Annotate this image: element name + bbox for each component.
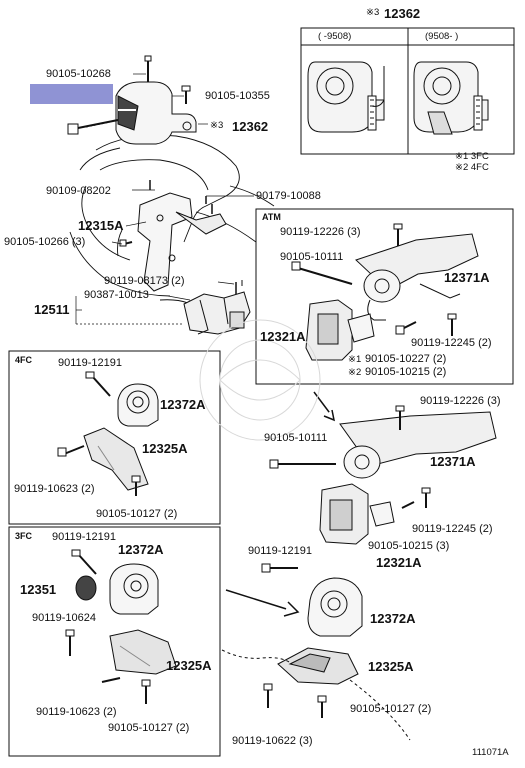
right-lower-parts-icon [221,405,497,741]
label-90179-10088: 90179-10088 [256,190,321,202]
fc3-label-90119-10623: 90119-10623 (2) [36,706,117,718]
r-label-90105-10215: 90105-10215 (3) [368,540,450,552]
label-90387-10013: 90387-10013 [84,289,149,301]
fc3-label-12325A: 12325A [166,658,212,673]
fc4-label-12372A: 12372A [160,397,206,412]
fc3-label-90119-10624: 90119-10624 [32,612,97,624]
r-label-12321A: 12321A [376,555,422,570]
fc3-label-90105-10127: 90105-10127 (2) [108,722,190,734]
highlight-marker [30,84,113,104]
inset-mount-right-icon [413,61,489,135]
inset-title-part: 12362 [384,6,421,21]
label-90119-08173: 90119-08173 (2) [104,275,185,287]
label-12362: 12362 [232,119,269,134]
fc4-label-90119-10623: 90119-10623 (2) [14,483,95,495]
upper-mount-12362-icon [67,55,197,145]
atm-box [255,208,514,385]
r-label-90105-10127: 90105-10127 (2) [350,703,432,715]
fc4-label-90119-12191: 90119-12191 [58,357,123,369]
atm-parts-icon [291,223,479,361]
fc4-parts-icon [57,371,159,496]
label-90105-10355: 90105-10355 [205,90,270,102]
r-label-12372A: 12372A [370,611,416,626]
fc3-parts-icon [65,549,177,704]
atm-label-12321A: 12321A [260,329,306,344]
diagram-code: 111071A [472,747,509,758]
r-label-90119-12191: 90119-12191 [248,545,313,557]
r-label-12371A: 12371A [430,454,476,469]
leader-lines-top [75,73,254,325]
atm-label-12371A: 12371A [444,270,490,285]
arrow-atm-icon [313,391,333,417]
atm-label-90119-12226: 90119-12226 (3) [280,226,361,238]
r-label-90119-12226: 90119-12226 (3) [420,395,501,407]
fc3-label-12351: 12351 [20,582,57,597]
fc3-label-90119-12191: 90119-12191 [52,531,117,543]
bracket-12315A-icon [119,180,227,292]
bracket-12511-icon [183,280,251,335]
atm-label-90119-12245: 90119-12245 (2) [411,337,492,349]
arrow-3fc-icon [225,589,297,613]
fc4-label-90105-10127: 90105-10127 (2) [96,508,178,520]
r-label-12325A: 12325A [368,659,414,674]
label-12511: 12511 [34,302,70,317]
label-90105-10268: 90105-10268 [46,68,111,80]
label-90109-08202: 90109-08202 [46,185,111,197]
inset-col1-label: ( -9508) [318,31,352,42]
fc4-box [8,350,221,525]
inset-mount-left-icon [307,61,385,133]
legend-line1: ※1 3FC [455,151,489,162]
watermark-ornament [199,319,321,441]
atm-label-90105-10111: 90105-10111 [280,251,344,263]
label-12315A: 12315A [78,218,124,233]
inset-col2-label: (9508- ) [425,31,459,42]
inset-part-views [300,27,515,155]
r-label-90119-12245: 90119-12245 (2) [412,523,493,535]
r-label-90119-10622: 90119-10622 (3) [232,735,313,747]
inset-mark: ※3 [366,7,380,18]
section-atm: ATM [262,212,281,222]
atm-label-90105-10215: 90105-10215 (2) [365,366,447,378]
label-90105-10266: 90105-10266 (3) [4,236,86,248]
fc3-box [8,526,221,757]
atm-label-90105-10227: 90105-10227 (2) [365,353,447,365]
fc4-label-12325A: 12325A [142,441,188,456]
section-4fc: 4FC [15,355,33,365]
legend-line2: ※2 4FC [455,162,489,173]
section-3fc: 3FC [15,531,33,541]
fc3-label-12372A: 12372A [118,542,164,557]
atm-mark1: ※1 [348,354,362,365]
atm-mark2: ※2 [348,367,362,378]
r-label-90105-10111: 90105-10111 [264,432,328,444]
label-12362-mark: ※3 [210,120,224,131]
